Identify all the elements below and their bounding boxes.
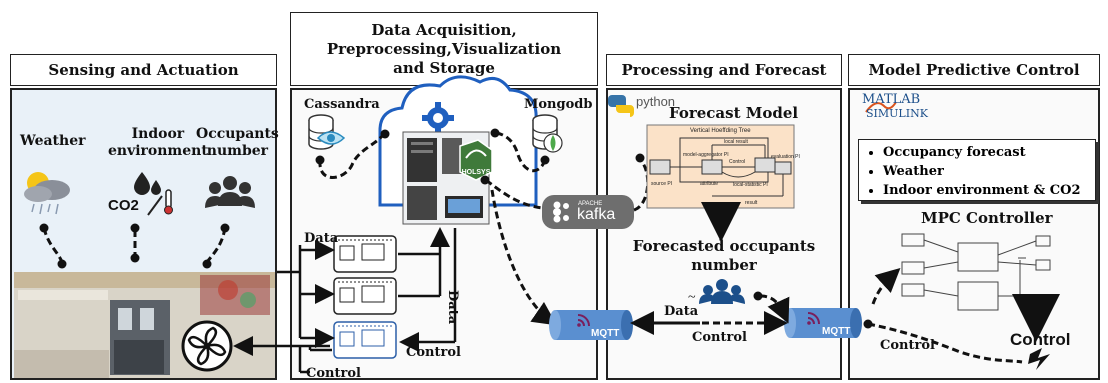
mongodb-icon [532,114,563,153]
tree-local-result: local result [724,139,749,145]
label-control-mqtt: Control [692,330,747,345]
building-photo [14,272,275,378]
tree-source: source PI [651,181,672,187]
mqtt-broker-2: MQTT [784,308,862,338]
holsys-logo: HOLSYS [459,139,493,181]
indoor-environment-icon [134,172,173,216]
mpc-input-weather: Weather [883,162,1095,181]
label-indoor: Indoor environment [108,126,208,160]
label-control-big: Control [1010,330,1071,349]
header-processing: Processing and Forecast [606,54,842,86]
lightning-icon [1028,348,1050,370]
label-weather: Weather [20,133,86,149]
label-data-mqtt: Data [664,304,699,319]
label-forecasted-line1: Forecasted occupants [632,237,816,255]
tree-evaluation: evaluation PI [771,154,800,160]
kafka-logo: APACHE kafka [542,195,634,229]
label-indoor-line1: Indoor [131,126,185,142]
forecast-occupants-icon [699,279,745,304]
mqtt-label-2: MQTT [822,326,850,337]
label-indoor-line2: environment [108,143,208,159]
forecast-tree-diagram: Vertical Hoeffding Tree local result mod… [646,124,800,209]
kafka-label: kafka [577,206,615,223]
tree-attribute: attribute [700,181,718,187]
label-mpc-controller: MPC Controller [921,209,1053,227]
label-simulink: SIMULINK [866,107,928,120]
header-acquisition: Data Acquisition, Preprocessing,Visualiz… [290,12,598,86]
board-2 [333,277,397,315]
label-control-bottom: Control [306,366,361,381]
label-mongodb: Mongodb [524,97,593,112]
label-control-right: Control [406,345,461,360]
board-1 [333,235,397,273]
server-photo [402,131,490,225]
fan-icon [181,320,233,372]
occupants-icon [205,176,255,208]
mpc-inputs-box: Occupancy forecast Weather Indoor enviro… [858,139,1096,201]
board-3 [333,321,397,359]
label-forecasted-line2: number [691,256,757,274]
tree-local-statistic: local-statistic PI [733,182,768,188]
label-forecasted: Forecasted occupants number [610,237,838,275]
label-matlab: MATLAB [862,92,921,107]
label-cassandra: Cassandra [304,97,380,112]
header-mpc: Model Predictive Control [848,54,1100,86]
mpc-simulink-diagram [901,233,1051,311]
label-occupants: Occupants number [196,126,279,160]
label-data-left: Data [304,231,339,246]
label-occupants-line2: number [206,143,269,159]
weather-icon [24,172,70,215]
matlab-icon [865,101,897,113]
mqtt-broker-1: MQTT [549,310,633,340]
tree-result: result [745,200,758,206]
tree-model-aggregator: model-aggregator PI [683,152,729,158]
cassandra-icon [308,114,346,150]
label-occupants-line1: Occupants [196,126,279,142]
header-sensing: Sensing and Actuation [10,54,277,86]
label-co2: CO2 [108,197,139,214]
mpc-input-occupancy: Occupancy forecast [883,143,1095,162]
tree-title: Vertical Hoeffding Tree [690,128,751,134]
tree-control: Control [729,159,745,165]
mqtt-label-1: MQTT [591,328,619,339]
label-data-right: Data [445,290,460,325]
gear-icon [422,102,454,134]
label-forecast-model: Forecast Model [669,104,799,122]
svg-text:~: ~ [688,290,696,305]
holsys-label: HOLSYS [462,169,491,176]
python-icon [608,95,634,117]
label-python: python [636,94,676,109]
kafka-apache-label: APACHE [578,201,602,207]
mpc-input-indoor: Indoor environment & CO2 [883,181,1095,200]
label-control-mpc: Control [880,338,935,353]
